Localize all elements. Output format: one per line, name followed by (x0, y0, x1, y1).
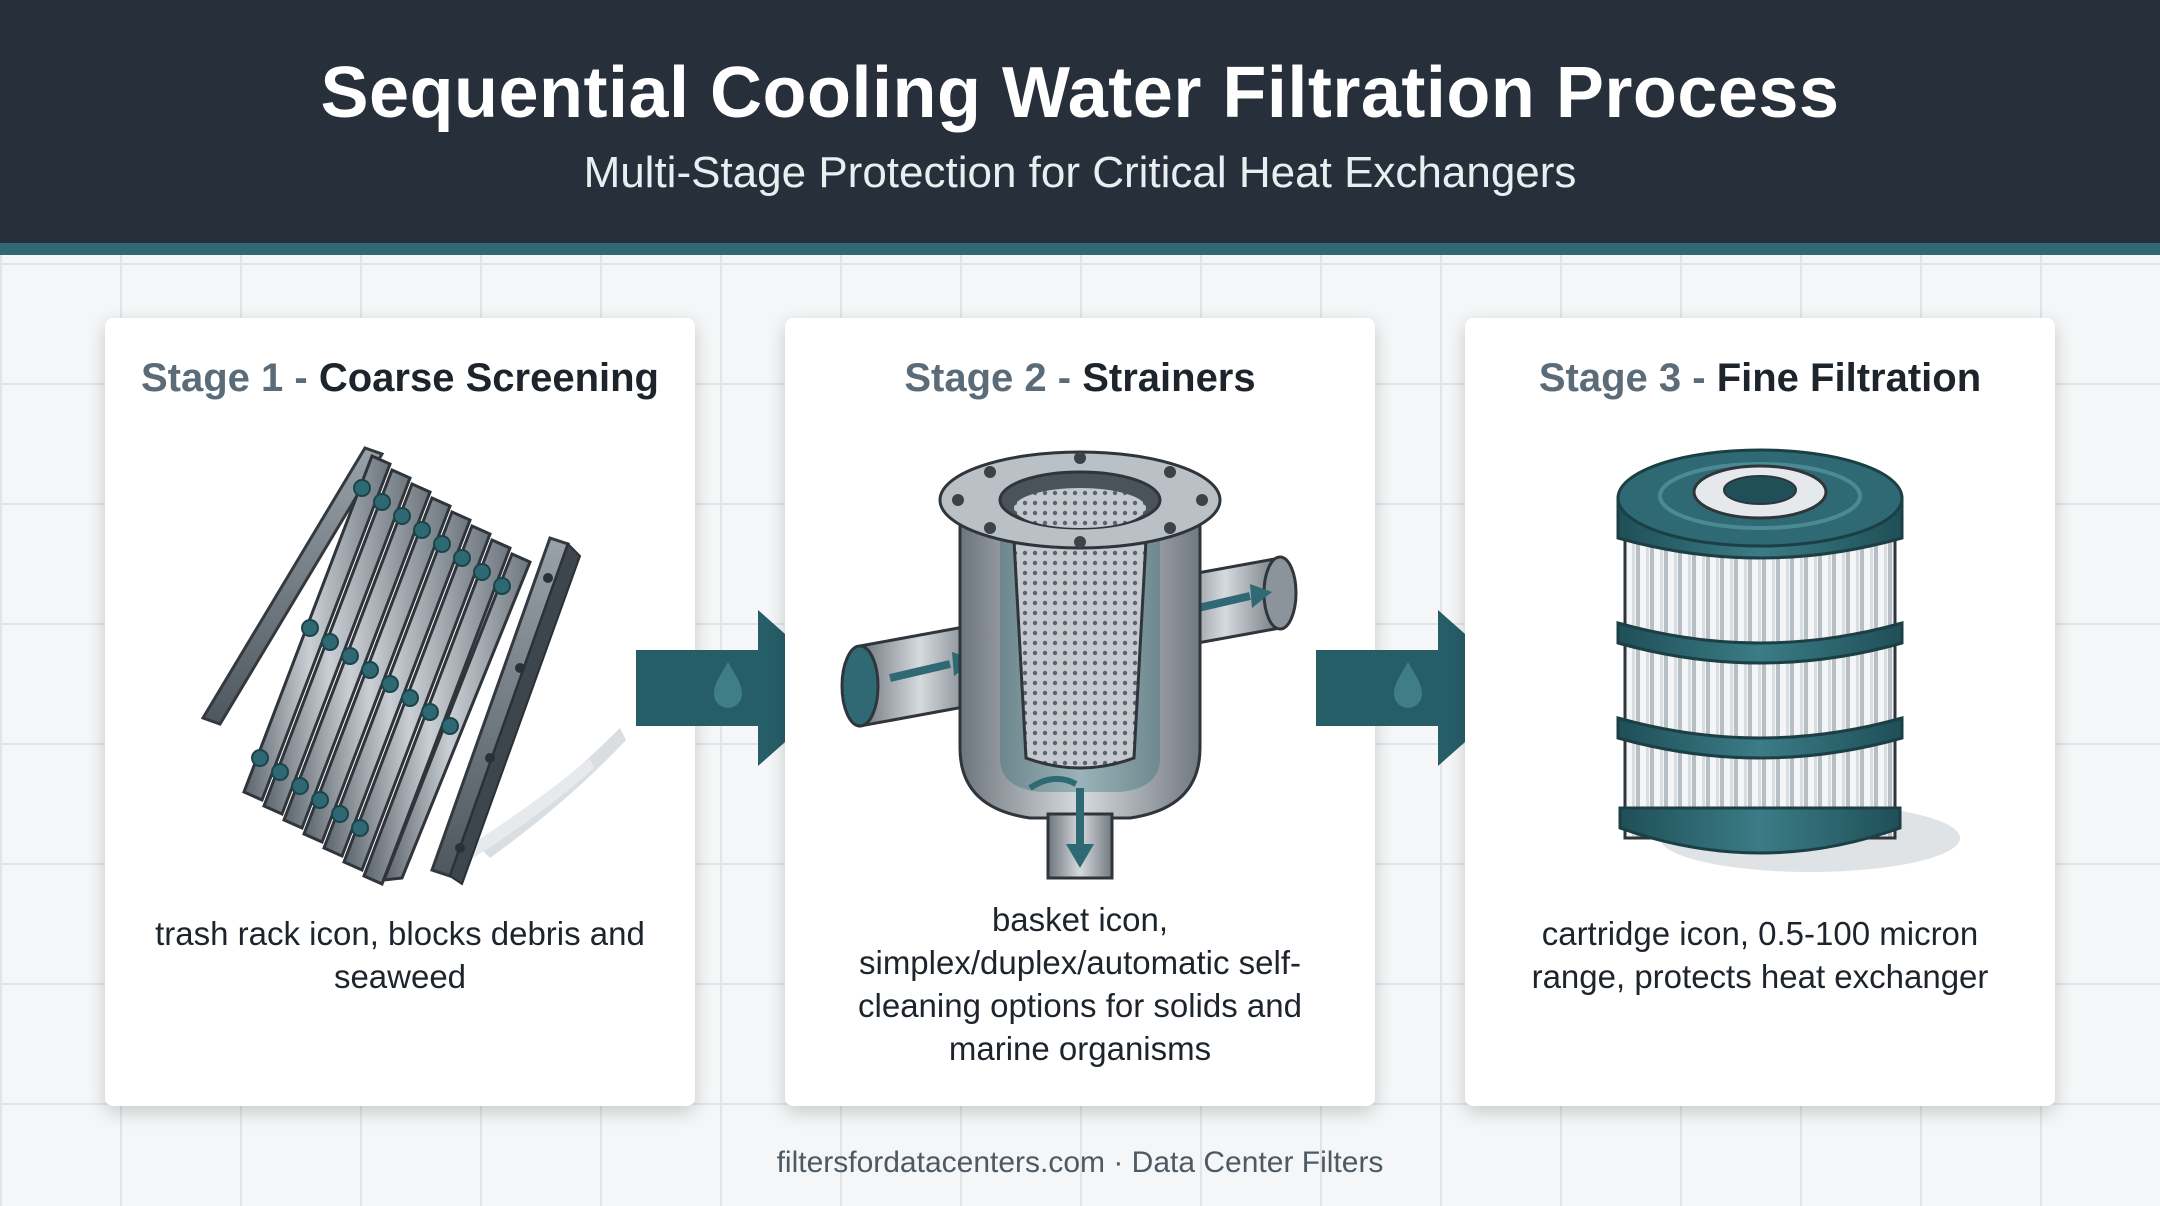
stage-card-3: Stage 3 - Fine Filtration (1465, 318, 2055, 1106)
page-subtitle: Multi-Stage Protection for Critical Heat… (583, 148, 1577, 197)
stage-name: Coarse Screening (318, 356, 659, 400)
stage-number: Stage 3 - (1538, 356, 1706, 400)
stage-name: Fine Filtration (1716, 356, 1982, 400)
water-drop-icon (1394, 662, 1422, 708)
stage-card-2: Stage 2 - Strainers (785, 318, 1375, 1106)
stage-card-1: Stage 1 - Coarse Screening (105, 318, 695, 1106)
stage-description: basket icon, simplex/duplex/automatic se… (858, 901, 1302, 1067)
filter-cartridge-icon (1616, 448, 1960, 872)
stage-title: Stage 2 - Strainers (785, 356, 1375, 401)
trash-rack-icon (200, 446, 626, 887)
footer-credit: filtersfordatacenters.com · Data Center … (776, 1146, 1384, 1179)
stage-title: Stage 1 - Coarse Screening (105, 356, 695, 401)
stage-description: trash rack icon, blocks debris and seawe… (155, 915, 645, 995)
water-drop-icon (714, 662, 742, 708)
header-accent-stripe (0, 243, 2160, 255)
stage-number: Stage 1 - (141, 356, 308, 400)
stage-number: Stage 2 - (904, 356, 1072, 400)
basket-strainer-icon (840, 450, 1298, 880)
header-banner: Sequential Cooling Water Filtration Proc… (0, 0, 2160, 243)
page-title: Sequential Cooling Water Filtration Proc… (320, 53, 1840, 133)
stage-name: Strainers (1082, 356, 1256, 400)
stage-description: cartridge icon, 0.5-100 micron range, pr… (1531, 915, 1989, 995)
stage-title: Stage 3 - Fine Filtration (1465, 356, 2055, 401)
